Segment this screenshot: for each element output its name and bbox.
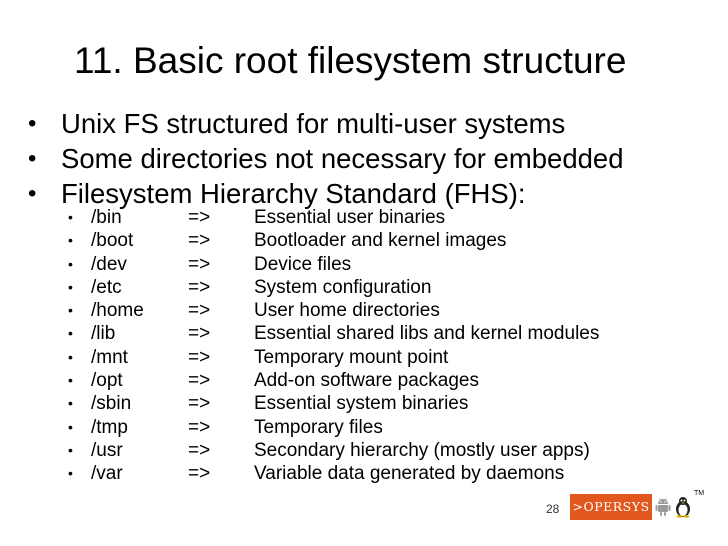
sub-bullet-icon: • bbox=[68, 418, 73, 435]
bullet-text: Unix FS structured for multi-user system… bbox=[61, 108, 566, 139]
trademark-mark: TM bbox=[694, 490, 705, 497]
sub-bullet-icon: • bbox=[68, 441, 73, 458]
bullet-text: Filesystem Hierarchy Standard (FHS): bbox=[61, 178, 526, 209]
directory-path: /boot bbox=[91, 230, 134, 252]
directory-path: /bin bbox=[91, 207, 122, 228]
arrow-symbol: => bbox=[188, 276, 211, 298]
arrow-symbol: => bbox=[188, 300, 211, 322]
sub-bullet-icon: • bbox=[68, 232, 73, 249]
bullet-icon: • bbox=[28, 180, 37, 207]
tux-icon bbox=[676, 497, 690, 518]
directory-path: /lib bbox=[91, 323, 116, 345]
directory-description: Secondary hierarchy (mostly user apps) bbox=[254, 439, 590, 461]
directory-path: /mnt bbox=[91, 346, 128, 368]
directory-path: /sbin bbox=[91, 393, 132, 415]
directory-path: /opt bbox=[91, 370, 123, 392]
directory-description: Temporary files bbox=[254, 416, 383, 438]
directory-path: /var bbox=[91, 463, 123, 485]
directory-description: Bootloader and kernel images bbox=[254, 230, 507, 252]
arrow-symbol: => bbox=[188, 230, 211, 252]
arrow-symbol: => bbox=[188, 463, 211, 485]
directory-path: /usr bbox=[91, 439, 123, 461]
directory-path: /tmp bbox=[91, 416, 128, 438]
sub-bullet-icon: • bbox=[68, 209, 73, 225]
bullet-icon: • bbox=[28, 110, 37, 137]
bullet-text: Some directories not necessary for embed… bbox=[61, 143, 624, 174]
sub-bullet-icon: • bbox=[68, 302, 73, 319]
directory-description: Variable data generated by daemons bbox=[254, 463, 565, 485]
directory-description: System configuration bbox=[254, 276, 432, 298]
arrow-symbol: => bbox=[188, 393, 211, 415]
directory-description: Essential user binaries bbox=[254, 207, 446, 228]
slide-title: 11. Basic root filesystem structure bbox=[74, 40, 627, 81]
directory-description: Essential system binaries bbox=[254, 393, 469, 415]
sub-bullet-icon: • bbox=[68, 348, 73, 365]
arrow-symbol: => bbox=[188, 416, 211, 438]
directory-description: Essential shared libs and kernel modules bbox=[254, 323, 600, 345]
sub-bullet-icon: • bbox=[68, 325, 73, 342]
arrow-symbol: => bbox=[188, 439, 211, 461]
arrow-symbol: => bbox=[188, 346, 211, 368]
bullet-icon: • bbox=[28, 145, 37, 172]
sub-bullet-icon: • bbox=[68, 395, 73, 412]
directory-path: /home bbox=[91, 300, 144, 322]
directory-description: Temporary mount point bbox=[254, 346, 449, 368]
arrow-symbol: => bbox=[188, 253, 211, 275]
bullet-item: • Unix FS structured for multi-user syste… bbox=[28, 106, 624, 141]
bullet-item: • Filesystem Hierarchy Standard (FHS): bbox=[28, 176, 624, 211]
arrow-symbol: => bbox=[188, 323, 211, 345]
sub-bullet-icon: • bbox=[68, 372, 73, 389]
sub-bullet-icon: • bbox=[68, 255, 73, 272]
directory-description: Device files bbox=[254, 253, 352, 275]
logo-wordmark: >OPERSYS bbox=[570, 494, 652, 520]
directory-description: Add-on software packages bbox=[254, 370, 479, 392]
directory-description: User home directories bbox=[254, 300, 440, 322]
directory-path: /dev bbox=[91, 253, 127, 275]
android-icon bbox=[655, 498, 671, 516]
arrow-symbol: => bbox=[188, 207, 211, 228]
main-bullet-list: • Unix FS structured for multi-user syste… bbox=[28, 106, 624, 211]
directory-path: /etc bbox=[91, 276, 122, 298]
arrow-symbol: => bbox=[188, 370, 211, 392]
page-number: 28 bbox=[546, 502, 560, 516]
opersys-logo: >OPERSYS bbox=[570, 494, 694, 520]
sub-bullet-icon: • bbox=[68, 278, 73, 295]
bullet-item: • Some directories not necessary for embe… bbox=[28, 141, 624, 176]
sub-bullet-icon: • bbox=[68, 465, 73, 482]
